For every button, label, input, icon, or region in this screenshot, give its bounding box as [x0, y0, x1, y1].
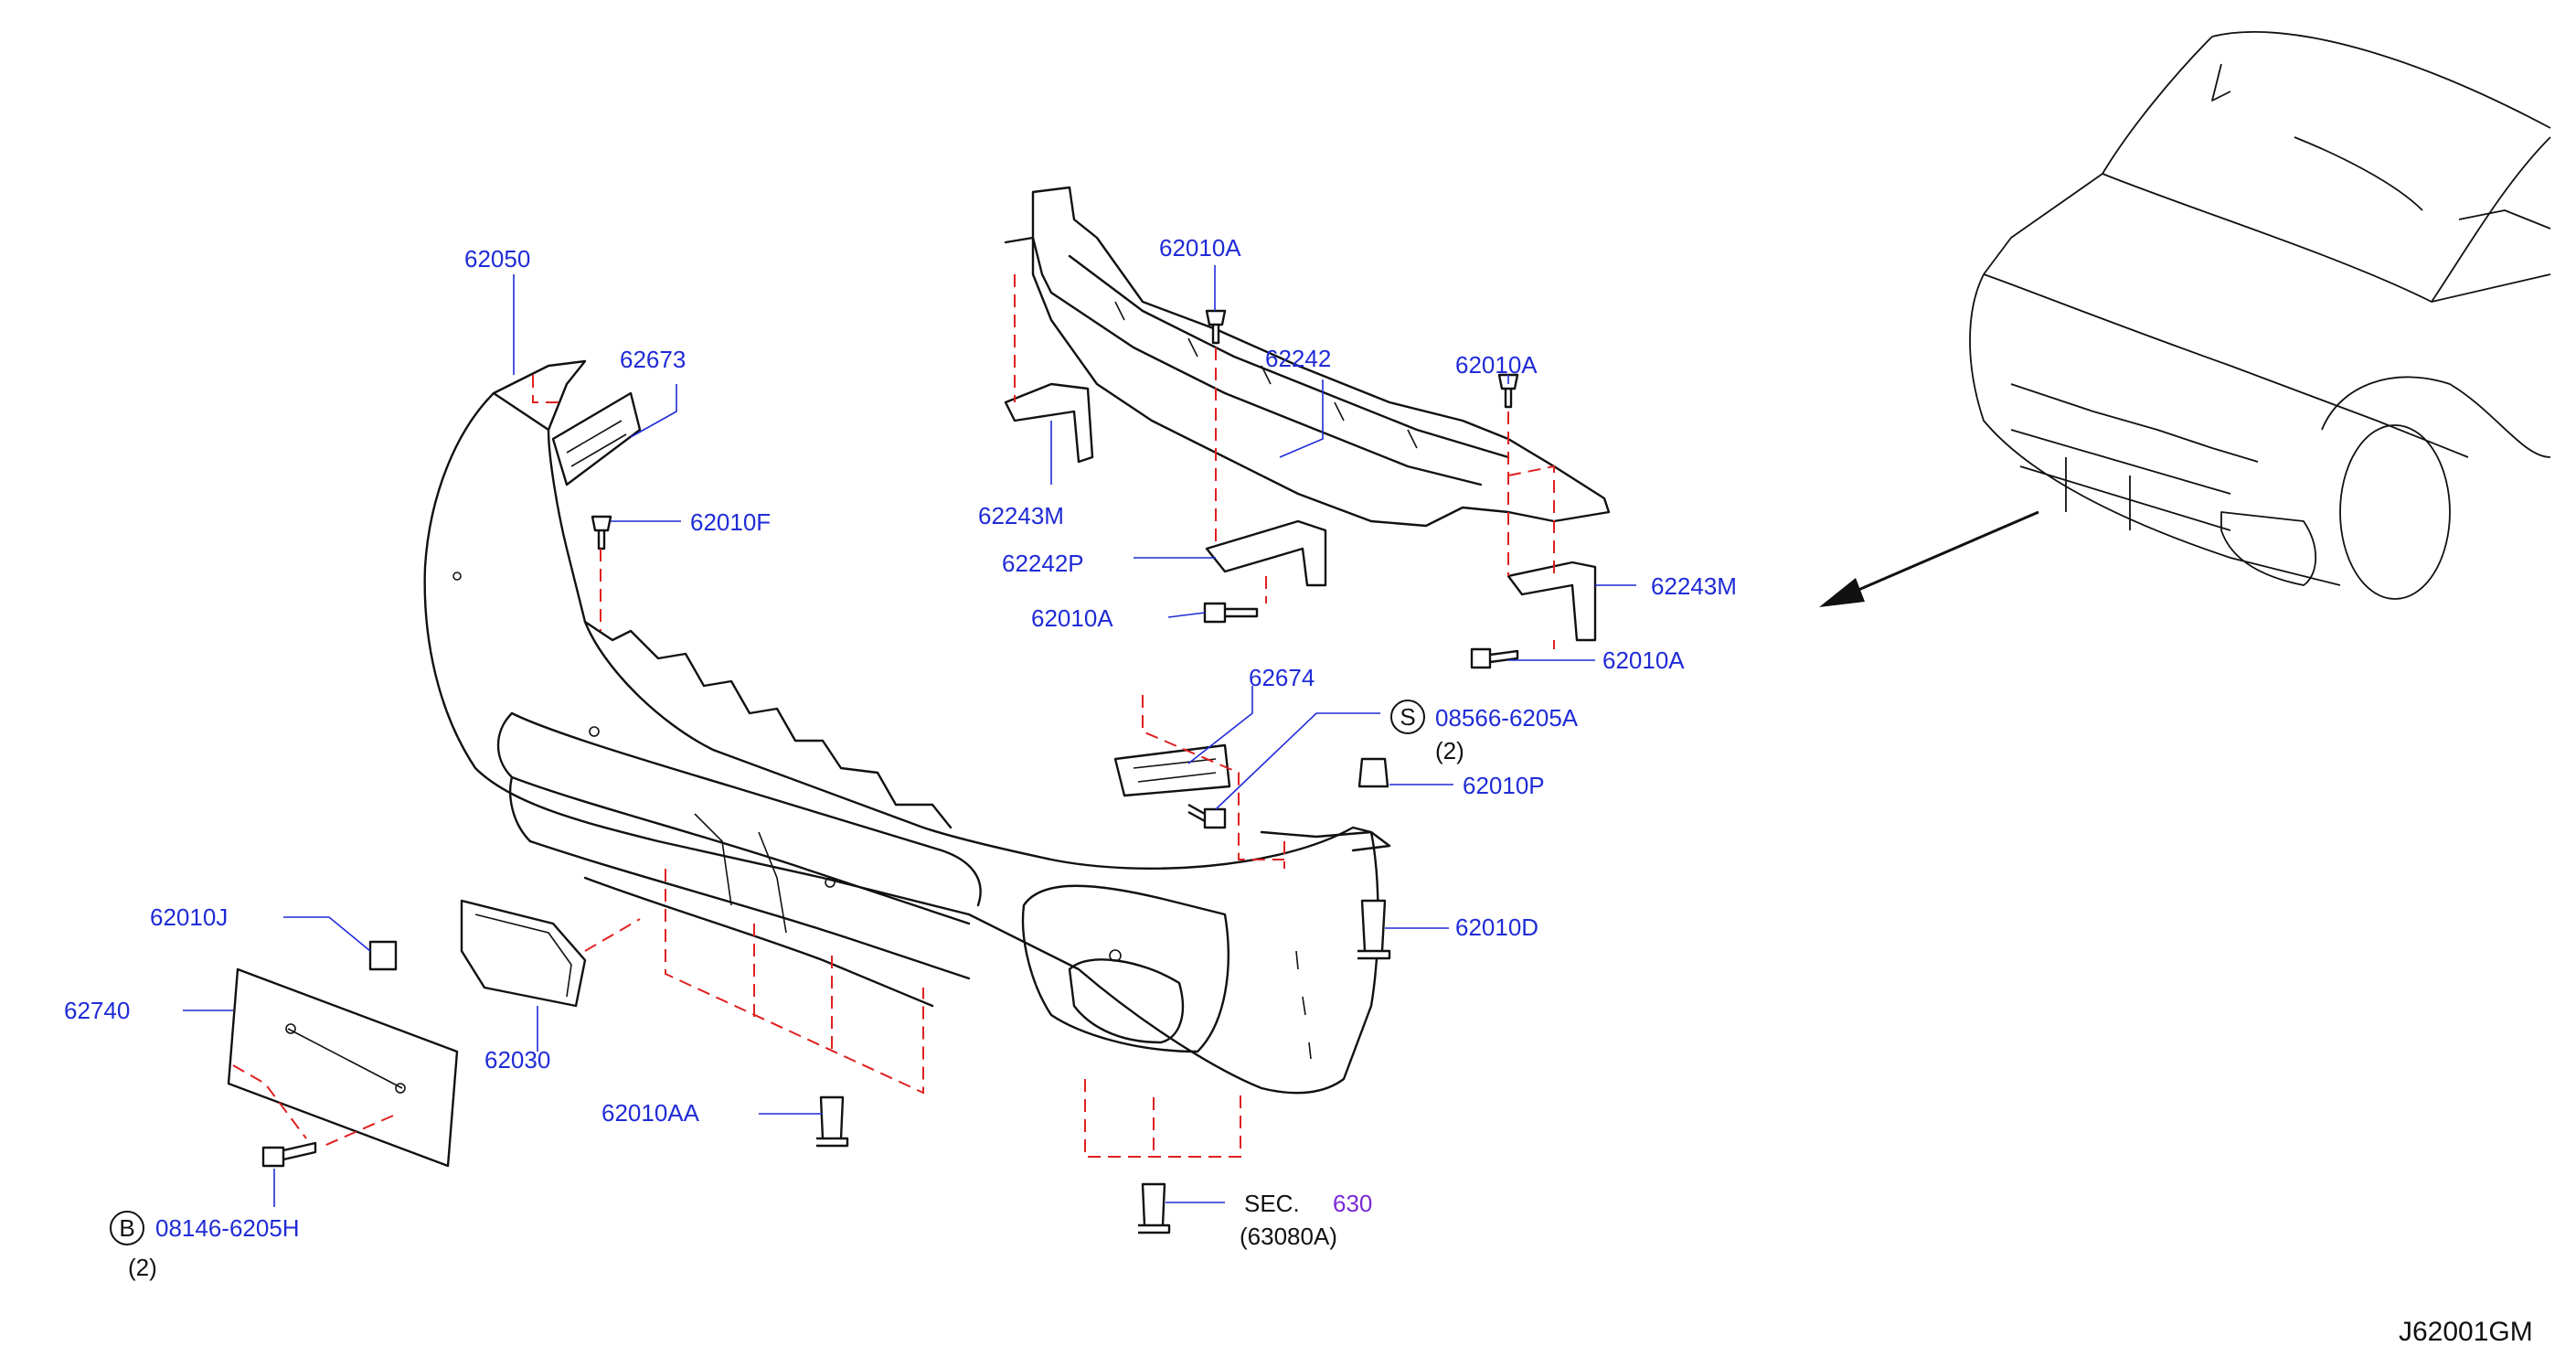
- clip-62010j: [368, 940, 398, 971]
- diagram-id: J62001GM: [2399, 1317, 2533, 1347]
- bumper-reinforcement: [1004, 186, 1611, 528]
- label-62674: 62674: [1249, 664, 1315, 691]
- stay-bracket-right: [1506, 561, 1597, 642]
- label-62740: 62740: [64, 997, 130, 1024]
- vehicle-reference-sketch: [1969, 31, 2551, 600]
- label-62010f: 62010F: [690, 508, 771, 536]
- direction-arrow: [1819, 510, 2039, 607]
- label-62010p: 62010P: [1463, 772, 1545, 799]
- label-sec-prefix: SEC.: [1244, 1190, 1300, 1217]
- label-62242: 62242: [1265, 345, 1331, 372]
- label-08146-6205h: 08146-6205H: [155, 1214, 300, 1242]
- bumper-side-bracket-left: [551, 391, 642, 486]
- label-62010a-right: 62010A: [1455, 351, 1538, 379]
- front-bumper-fascia: [423, 359, 1391, 1095]
- b-marker-symbol: B: [110, 1211, 144, 1245]
- svg-text:S: S: [1400, 703, 1415, 731]
- label-62010a-mid: 62010A: [1031, 604, 1113, 632]
- label-62010j: 62010J: [150, 903, 228, 931]
- air-duct: [460, 899, 587, 1008]
- license-plate-bracket: [227, 967, 459, 1168]
- s-marker-symbol: S: [1390, 700, 1425, 734]
- label-sec-sub: (63080A): [1240, 1223, 1337, 1250]
- label-62010a-top: 62010A: [1159, 234, 1241, 262]
- stay-bracket-center: [1205, 519, 1327, 587]
- leader-lines: [183, 265, 1636, 1207]
- part-labels: 62050 62673 62010F 62010A 62242 62010A 6…: [64, 234, 2533, 1347]
- fasteners: [261, 309, 1519, 1234]
- stay-bracket-left: [1004, 382, 1094, 464]
- label-62010aa: 62010AA: [601, 1099, 700, 1127]
- label-62050: 62050: [464, 245, 530, 272]
- label-62673: 62673: [620, 346, 686, 373]
- label-08146-qty: (2): [128, 1254, 157, 1281]
- label-62242p: 62242P: [1002, 550, 1084, 577]
- label-62243m-left: 62243M: [978, 502, 1064, 529]
- label-62010d: 62010D: [1455, 914, 1538, 941]
- bumper-side-bracket-right: [1113, 743, 1231, 797]
- label-62243m-right: 62243M: [1651, 572, 1737, 600]
- label-sec-630[interactable]: 630: [1333, 1190, 1372, 1217]
- label-08566-6205a: 08566-6205A: [1435, 704, 1579, 732]
- label-62010a-low: 62010A: [1602, 646, 1685, 674]
- label-08566-qty: (2): [1435, 737, 1464, 764]
- assembly-dashed-lines: [232, 274, 1555, 1158]
- svg-text:B: B: [119, 1214, 134, 1242]
- label-62030: 62030: [484, 1046, 550, 1074]
